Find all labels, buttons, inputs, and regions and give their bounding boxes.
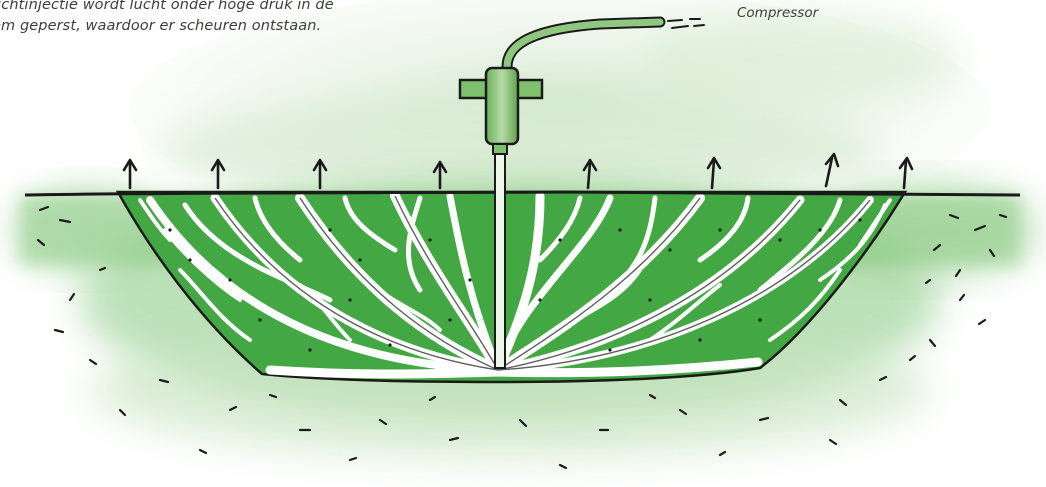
caption: uchtinjectie wordt lucht onder hoge druk… <box>0 0 392 37</box>
caption-line-1: uchtinjectie wordt lucht onder hoge druk… <box>0 0 392 16</box>
compressor-label: Compressor <box>737 5 818 21</box>
caption-line-2: em geperst, waardoor er scheuren ontstaa… <box>0 16 392 37</box>
arrow-up-icon <box>124 160 136 188</box>
